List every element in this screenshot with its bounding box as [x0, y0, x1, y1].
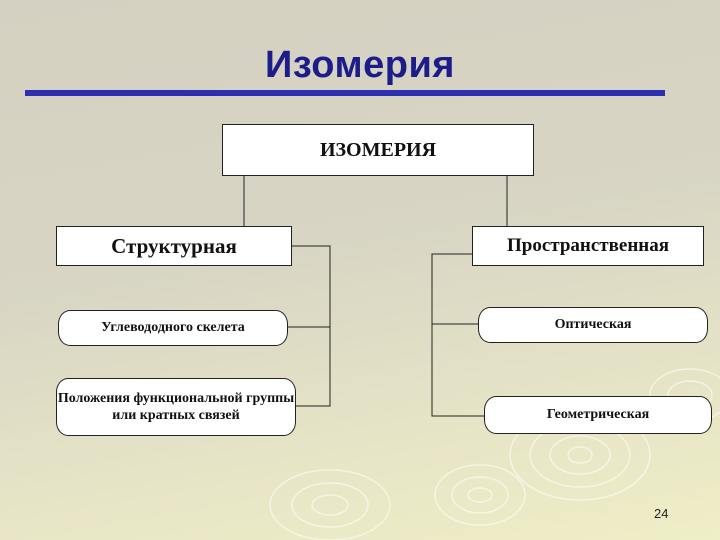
node-carbon-skeleton: Углевододного скелета — [58, 310, 288, 346]
title-underline — [25, 90, 665, 96]
node-isomerism-root: ИЗОМЕРИЯ — [222, 124, 534, 176]
node-structural: Структурная — [56, 226, 292, 266]
node-geometric: Геометрическая — [484, 396, 712, 434]
node-functional-group-position: Положения функциональной группы или крат… — [56, 378, 296, 436]
page-number: 24 — [654, 506, 669, 521]
connector-spatial-bracket — [431, 253, 484, 417]
node-optical: Оптическая — [478, 307, 708, 343]
node-spatial: Пространственная — [472, 226, 704, 266]
node-functional-group-label: Положения функциональной группы или крат… — [57, 390, 295, 424]
connector-structural-bracket — [292, 245, 331, 407]
slide-title: Изомерия — [265, 44, 455, 86]
